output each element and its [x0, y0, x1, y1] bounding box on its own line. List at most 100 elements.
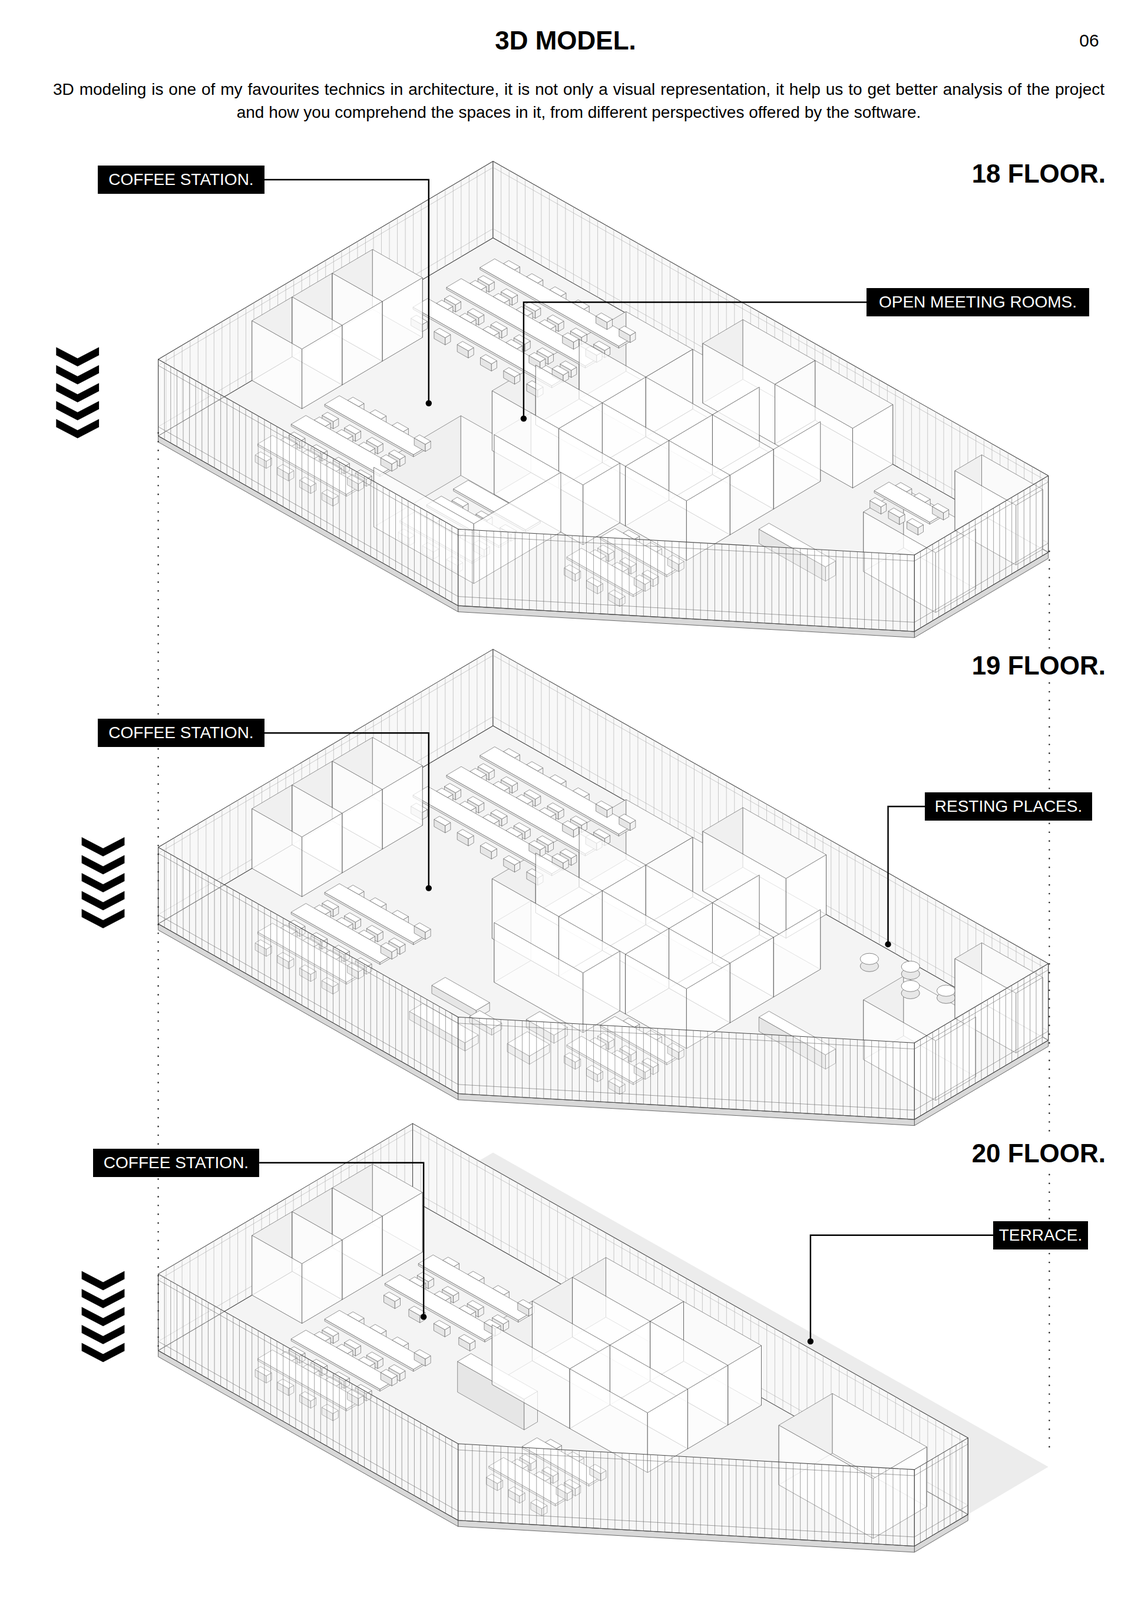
- room-wall: [773, 909, 821, 997]
- chair: [414, 922, 431, 932]
- room-wall: [382, 277, 423, 362]
- callout-text: COFFEE STATION.: [103, 1151, 249, 1175]
- floor-label: 18 FLOOR.: [969, 159, 1109, 189]
- leader-line: [810, 1235, 994, 1342]
- callout-box: TERRACE.: [993, 1221, 1088, 1250]
- desk: [384, 1283, 485, 1343]
- front-glass-wall: [458, 528, 915, 632]
- callout-text: RESTING PLACES.: [934, 794, 1083, 819]
- chair: [517, 1299, 535, 1309]
- glass-mullions: [914, 479, 1048, 628]
- chair: [414, 1349, 431, 1359]
- chair: [562, 332, 580, 343]
- chair: [380, 942, 398, 952]
- chair: [433, 1320, 451, 1330]
- glass-mullions: [458, 1443, 915, 1546]
- room-wall: [252, 808, 303, 897]
- chevron-arrows: [81, 1270, 125, 1362]
- room-wall: [583, 950, 621, 1033]
- leader-line: [523, 302, 867, 419]
- front-glass-wall: [914, 1437, 968, 1547]
- chair: [528, 840, 546, 851]
- chair: [870, 497, 887, 508]
- glass-mullions: [158, 850, 459, 1090]
- callout-box: COFFEE STATION.: [97, 718, 265, 747]
- chair: [458, 1334, 476, 1344]
- room-wall: [342, 789, 383, 873]
- glass-mullions: [158, 1277, 459, 1517]
- chair: [384, 1291, 401, 1302]
- room-wall: [729, 937, 774, 1023]
- room-wall: [382, 765, 423, 850]
- leader-line: [888, 806, 925, 945]
- leader-line: [264, 179, 429, 403]
- chair: [434, 816, 451, 826]
- chair: [619, 814, 636, 824]
- room-wall: [852, 404, 893, 489]
- page-decor: [55, 346, 1050, 1450]
- round-seat: [936, 984, 955, 997]
- front-glass-wall: [458, 1443, 915, 1547]
- chair: [380, 454, 398, 465]
- dotted-guide: [1048, 551, 1050, 1450]
- room-wall: [342, 301, 383, 386]
- front-glass-wall: [458, 1016, 915, 1120]
- glass-mullions: [458, 1017, 915, 1119]
- chair: [888, 507, 905, 518]
- room-wall: [302, 325, 343, 409]
- page-title: 3D MODEL.: [388, 25, 743, 56]
- room-wall: [342, 1215, 383, 1300]
- chair: [380, 1368, 398, 1379]
- front-glass-wall: [914, 475, 1048, 632]
- desk: [412, 795, 552, 876]
- room-wall: [382, 1192, 423, 1276]
- front-glass-wall: [914, 963, 1048, 1120]
- chevron-arrows: [55, 346, 99, 439]
- desk: [412, 306, 552, 388]
- callout-text: OPEN MEETING ROOMS.: [878, 290, 1077, 314]
- chair: [596, 312, 613, 323]
- chair: [503, 855, 521, 865]
- room-wall: [729, 449, 774, 535]
- leader-dot: [420, 1313, 427, 1320]
- room-wall: [302, 812, 343, 897]
- glass-mullions: [458, 529, 915, 631]
- chair: [562, 820, 580, 830]
- leader-dot: [520, 415, 527, 422]
- floor-model: [158, 649, 1049, 1126]
- room-wall: [302, 1239, 343, 1324]
- chair: [434, 328, 451, 338]
- chair: [907, 518, 924, 528]
- dotted-guide: [157, 432, 159, 1348]
- callout-box: COFFEE STATION.: [93, 1148, 260, 1177]
- leader-dot: [425, 399, 432, 406]
- round-seat: [901, 980, 920, 992]
- front-glass-wall: [158, 847, 459, 1094]
- chair: [414, 434, 431, 445]
- callout-text: COFFEE STATION.: [108, 721, 254, 745]
- glass-mullions: [914, 967, 1048, 1116]
- intro-text: 3D modeling is one of my favourites tech…: [53, 77, 1105, 124]
- desk: [874, 481, 945, 522]
- callout-box: OPEN MEETING ROOMS.: [866, 288, 1090, 317]
- callout-text: TERRACE.: [999, 1223, 1083, 1248]
- chair: [457, 341, 474, 352]
- room-wall: [252, 1235, 303, 1324]
- chevron-arrows: [81, 837, 125, 929]
- floor-model: [158, 1123, 1049, 1553]
- glass-mullions: [914, 1441, 968, 1543]
- page-number: 06: [1065, 29, 1113, 52]
- room-wall: [491, 1324, 570, 1429]
- room-wall: [583, 463, 621, 545]
- round-seat: [901, 960, 920, 972]
- room-wall: [252, 320, 303, 409]
- leader-dots: [420, 399, 892, 1345]
- callout-box: RESTING PLACES.: [924, 792, 1093, 821]
- room-wall: [494, 922, 584, 1033]
- room-wall: [728, 1345, 762, 1425]
- chair: [480, 354, 497, 365]
- chair: [503, 367, 521, 377]
- leader-dot: [807, 1338, 814, 1345]
- callout-text: COFFEE STATION.: [108, 167, 254, 192]
- glass-mullions: [158, 362, 459, 603]
